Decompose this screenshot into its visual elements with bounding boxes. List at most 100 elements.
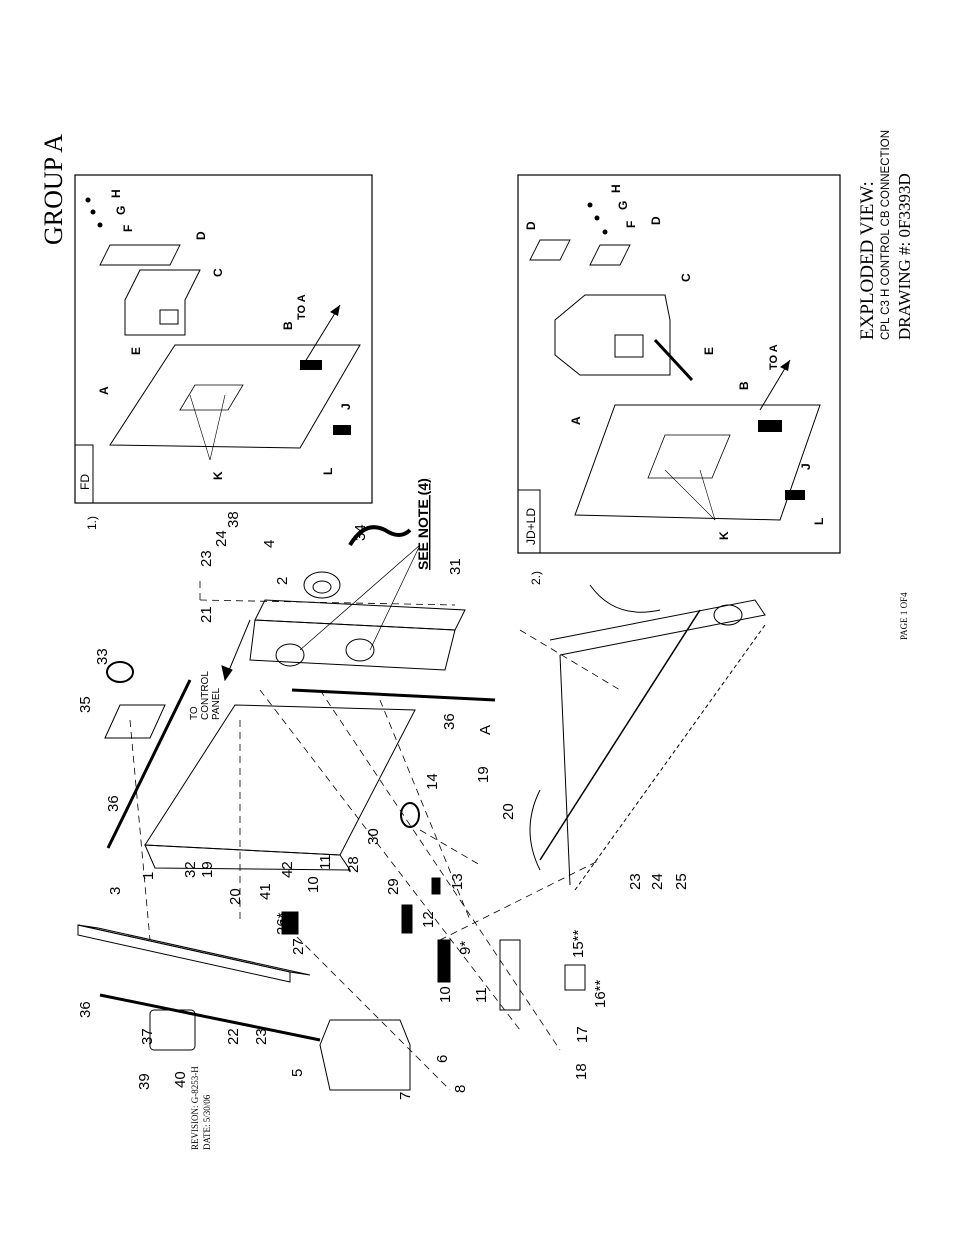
part-36-strip-b xyxy=(106,679,192,849)
part-16-block xyxy=(564,964,586,991)
inset-fd-marker: 1.) xyxy=(85,516,99,530)
inset-fd-arrow xyxy=(299,304,341,371)
base-enclosure-curve-b xyxy=(589,584,661,613)
inset-fd-arrowhead xyxy=(330,305,340,316)
callout-number: 13 xyxy=(449,873,466,890)
callout-number: 32 xyxy=(182,861,199,878)
part-9-terminal xyxy=(437,939,451,983)
inset-jdld-plate xyxy=(574,404,821,521)
inset-fd-letter-k: K xyxy=(211,471,225,480)
part-5-bracket xyxy=(319,1019,411,1091)
callout-number: 8 xyxy=(452,1085,469,1093)
callout-number: 26* xyxy=(274,912,291,935)
inset-fd-breaker-handle xyxy=(159,309,179,325)
base-enclosure-body xyxy=(559,654,571,886)
callout-number: 28 xyxy=(345,856,362,873)
callout-number: 6 xyxy=(434,1055,451,1063)
part-12-terminal xyxy=(401,904,413,934)
inset-jdld-part-l xyxy=(785,490,805,500)
inset-fd-label: FD xyxy=(78,474,92,490)
see-note: SEE NOTE (4) xyxy=(415,478,431,570)
inset-jdld-cutout xyxy=(647,434,731,479)
inset-fd-leader-k2 xyxy=(189,394,211,461)
inset-fd-washer-f xyxy=(97,222,103,228)
inset-jdld-letter-f: F xyxy=(624,221,638,228)
callout-number: 18 xyxy=(573,1063,590,1080)
callout-number: 16** xyxy=(592,979,609,1008)
see-note-leader-b xyxy=(369,544,421,651)
base-enclosure-curve xyxy=(529,789,541,871)
inset-jdld-letter-b: B xyxy=(737,381,751,390)
callout-number: 10 xyxy=(437,986,454,1003)
inset-jdld-bolt-e xyxy=(653,338,694,382)
callout-number: 10 xyxy=(305,876,322,893)
part-37-box xyxy=(149,1009,196,1051)
note-control: CONTROL xyxy=(200,671,211,720)
callout-number: 15** xyxy=(570,929,587,958)
inset-fd-letter-b: B xyxy=(281,321,295,330)
revision-label: REVISION: G-8253-H xyxy=(190,1066,200,1150)
callout-number: 24 xyxy=(649,873,666,890)
inset-jdld-nut-h xyxy=(587,202,593,208)
callout-number: 33 xyxy=(94,648,111,665)
callout-number: 38 xyxy=(225,511,242,528)
callout-number: 19 xyxy=(199,861,216,878)
inset-fd-part-l xyxy=(333,425,351,435)
part-3-side xyxy=(77,924,291,983)
callout-number: 34 xyxy=(352,524,369,541)
callout-number: 1 xyxy=(140,872,157,880)
callout-number: 41 xyxy=(257,883,274,900)
part-14-clip xyxy=(400,802,420,828)
callout-number: 9* xyxy=(457,941,474,955)
part-2-hole-a xyxy=(275,643,305,667)
inset-jdld-letter-g: G xyxy=(616,201,630,210)
see-note-leader-a xyxy=(299,544,421,651)
base-enclosure-rail-b xyxy=(574,624,766,891)
inset-fd-breaker xyxy=(124,269,201,336)
callout-number: 23 xyxy=(253,1028,270,1045)
callout-number: 37 xyxy=(139,1028,156,1045)
part-4-bushing-outer xyxy=(303,571,341,599)
callout-number: 19 xyxy=(475,766,492,783)
callout-number: 36 xyxy=(441,713,458,730)
callout-number: 25 xyxy=(673,873,690,890)
callout-number: 21 xyxy=(198,606,215,623)
inset-jdld-washer-f xyxy=(602,229,608,235)
callout-number: 29 xyxy=(385,878,402,895)
inset-fd-letter-h: H xyxy=(109,189,123,198)
inset-jdld-leader-k2 xyxy=(699,469,716,521)
part-26-block xyxy=(281,911,299,935)
note-panel: PANEL xyxy=(211,688,222,720)
inset-jdld-leader-k1 xyxy=(664,469,716,521)
part-34-conduit xyxy=(348,525,412,547)
inset-jdld-letter-e: E xyxy=(702,347,716,355)
callout-number: 39 xyxy=(136,1073,153,1090)
inset-fd-letter-l: L xyxy=(321,468,335,475)
callout-number: 35 xyxy=(77,696,94,713)
callout-number: 11 xyxy=(473,987,490,1003)
base-enclosure-rail xyxy=(539,609,701,861)
inset-fd-to-a: TO A xyxy=(296,294,308,320)
titleblock-line2: CPL C3 H CONTROL CB CONNECTION xyxy=(880,130,892,340)
inset-jdld-letter-d2: D xyxy=(649,216,663,225)
inset-jdld-marker: 2.) xyxy=(529,571,543,585)
base-enclosure-hole xyxy=(713,604,743,626)
callout-number: 36 xyxy=(105,795,122,812)
callout-number: 42 xyxy=(279,861,296,878)
callout-layer: 123456789*1010111112131415**16**17181919… xyxy=(77,511,690,1100)
inset-jdld-to-a: TO A xyxy=(768,344,780,370)
callout-number: 12 xyxy=(420,911,437,928)
part-13-terminal xyxy=(431,877,441,895)
assembly-dashed-lines xyxy=(129,580,621,1091)
inset-jdld-label: JD+LD xyxy=(524,508,538,545)
callout-number: 7 xyxy=(397,1092,414,1100)
titleblock-line3: DRAWING #: 0F3393D xyxy=(895,173,914,340)
inset-jdld-letter-l: L xyxy=(812,518,826,525)
base-enclosure-top xyxy=(549,599,766,656)
part-36-strip-c xyxy=(291,688,496,702)
inset-fd-part-b xyxy=(300,360,322,370)
inset-jdld-letter-h: H xyxy=(609,184,623,193)
callout-number: 20 xyxy=(500,803,517,820)
callout-number: 2 xyxy=(274,577,291,585)
callout-number: 5 xyxy=(289,1069,306,1077)
